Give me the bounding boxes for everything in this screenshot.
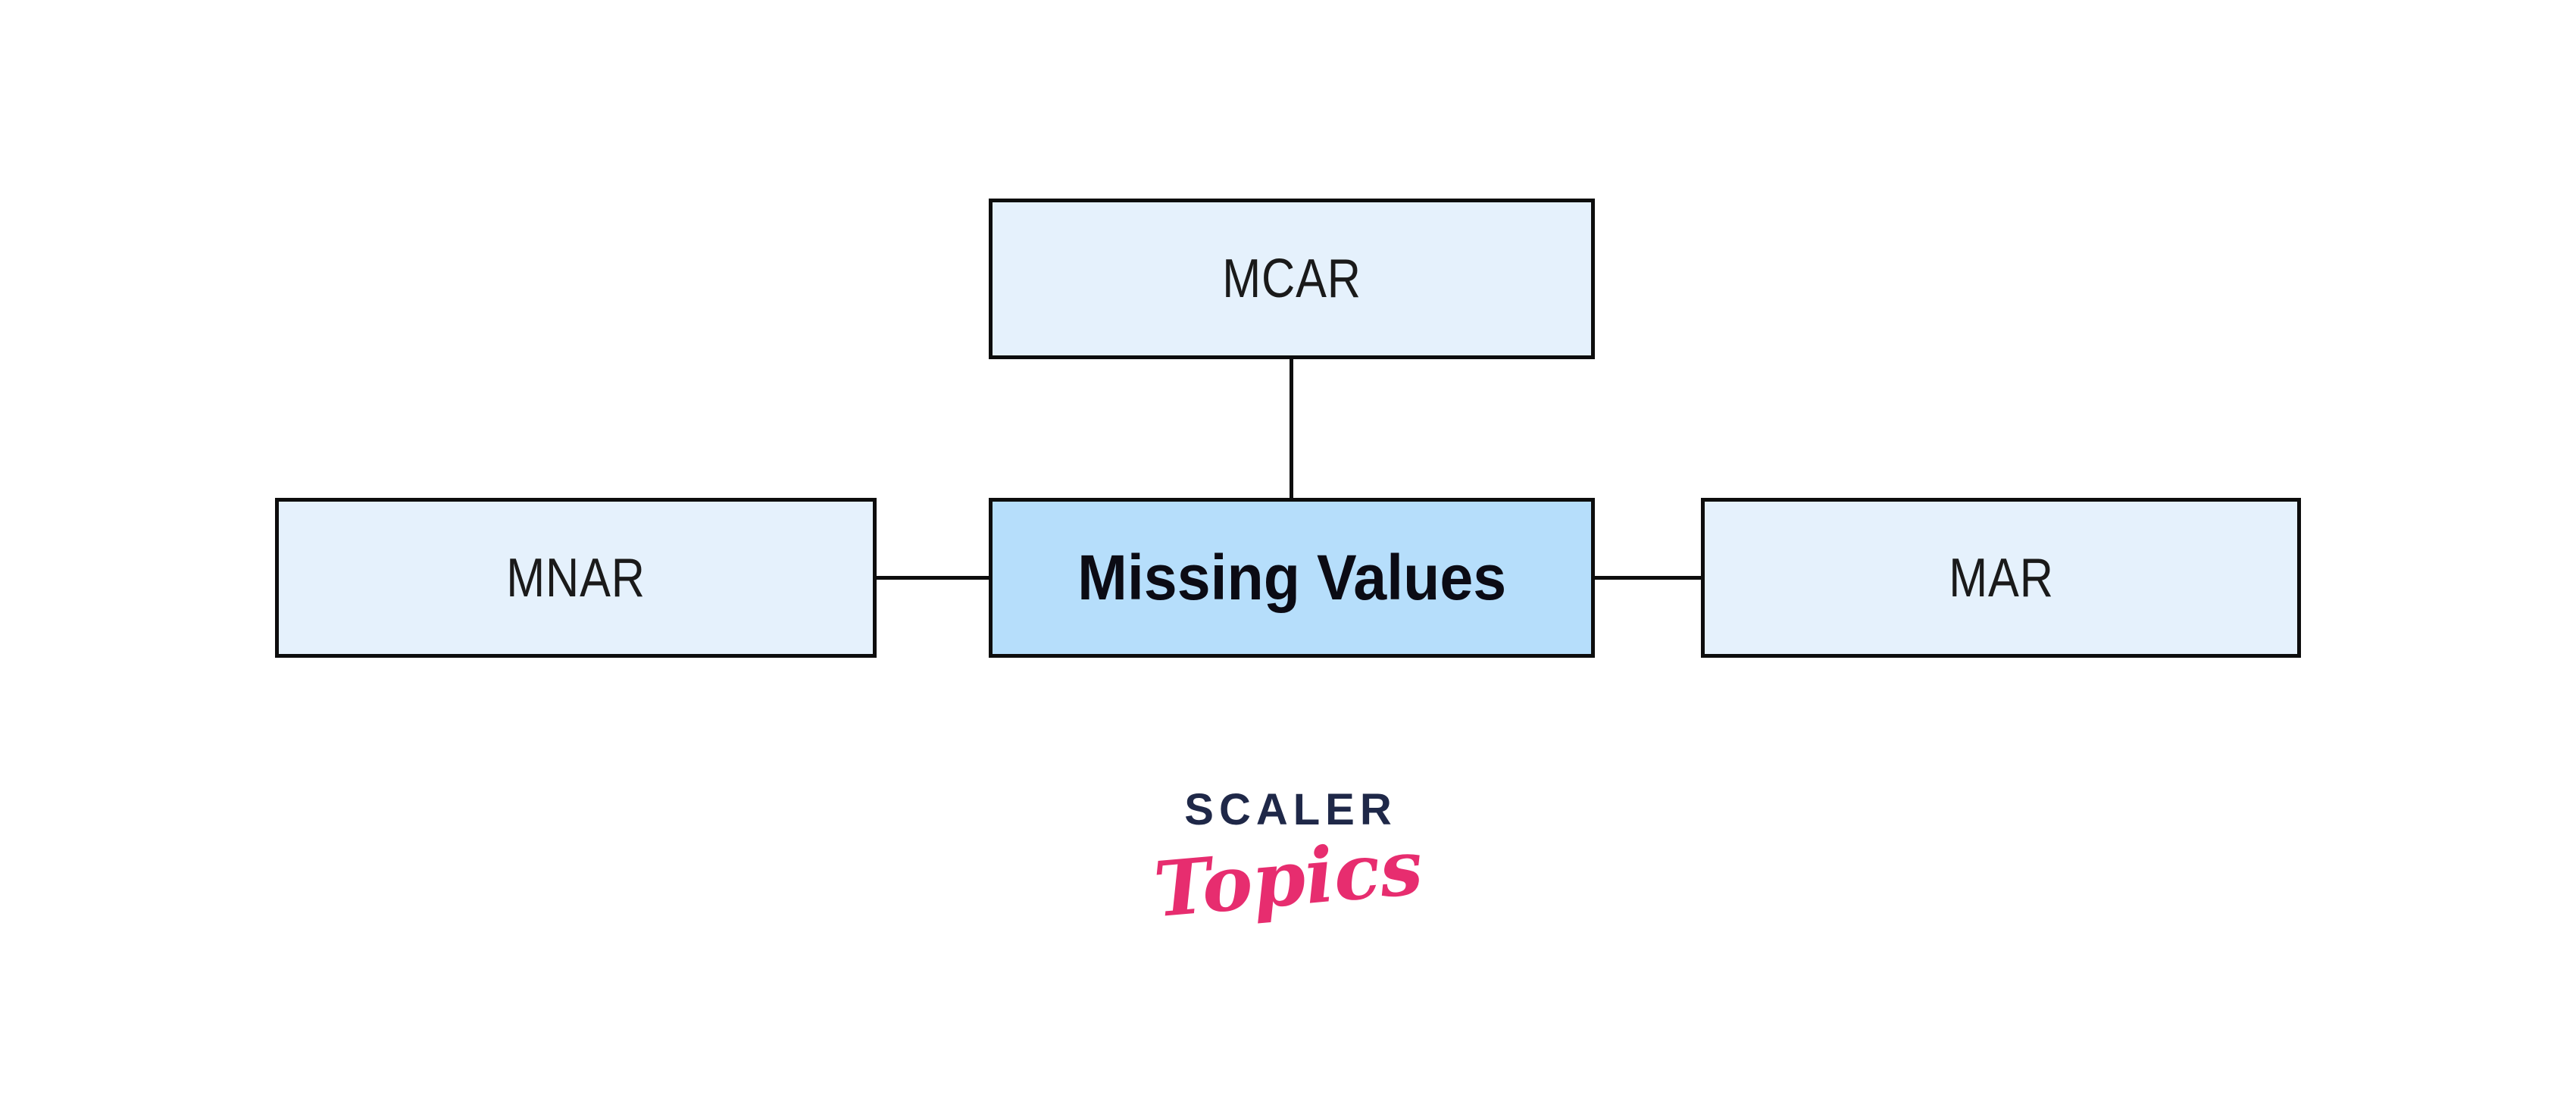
logo-brand-text: SCALER	[1184, 785, 1397, 834]
node-mar: MAR	[1701, 498, 2301, 658]
node-mnar-label: MNAR	[506, 547, 646, 608]
connector-mnar-center	[875, 576, 990, 580]
node-mcar-label: MCAR	[1222, 249, 1361, 309]
node-mnar: MNAR	[275, 498, 877, 658]
scaler-topics-logo: SCALER Topics	[1136, 785, 1440, 935]
node-mcar: MCAR	[989, 199, 1595, 359]
node-mar-label: MAR	[1948, 547, 2054, 608]
node-missing-values: Missing Values	[989, 498, 1595, 658]
connector-mcar-center	[1290, 358, 1293, 499]
connector-center-mar	[1593, 576, 1702, 580]
node-missing-values-label: Missing Values	[1077, 542, 1507, 613]
logo-subbrand-text: Topics	[1150, 821, 1426, 935]
